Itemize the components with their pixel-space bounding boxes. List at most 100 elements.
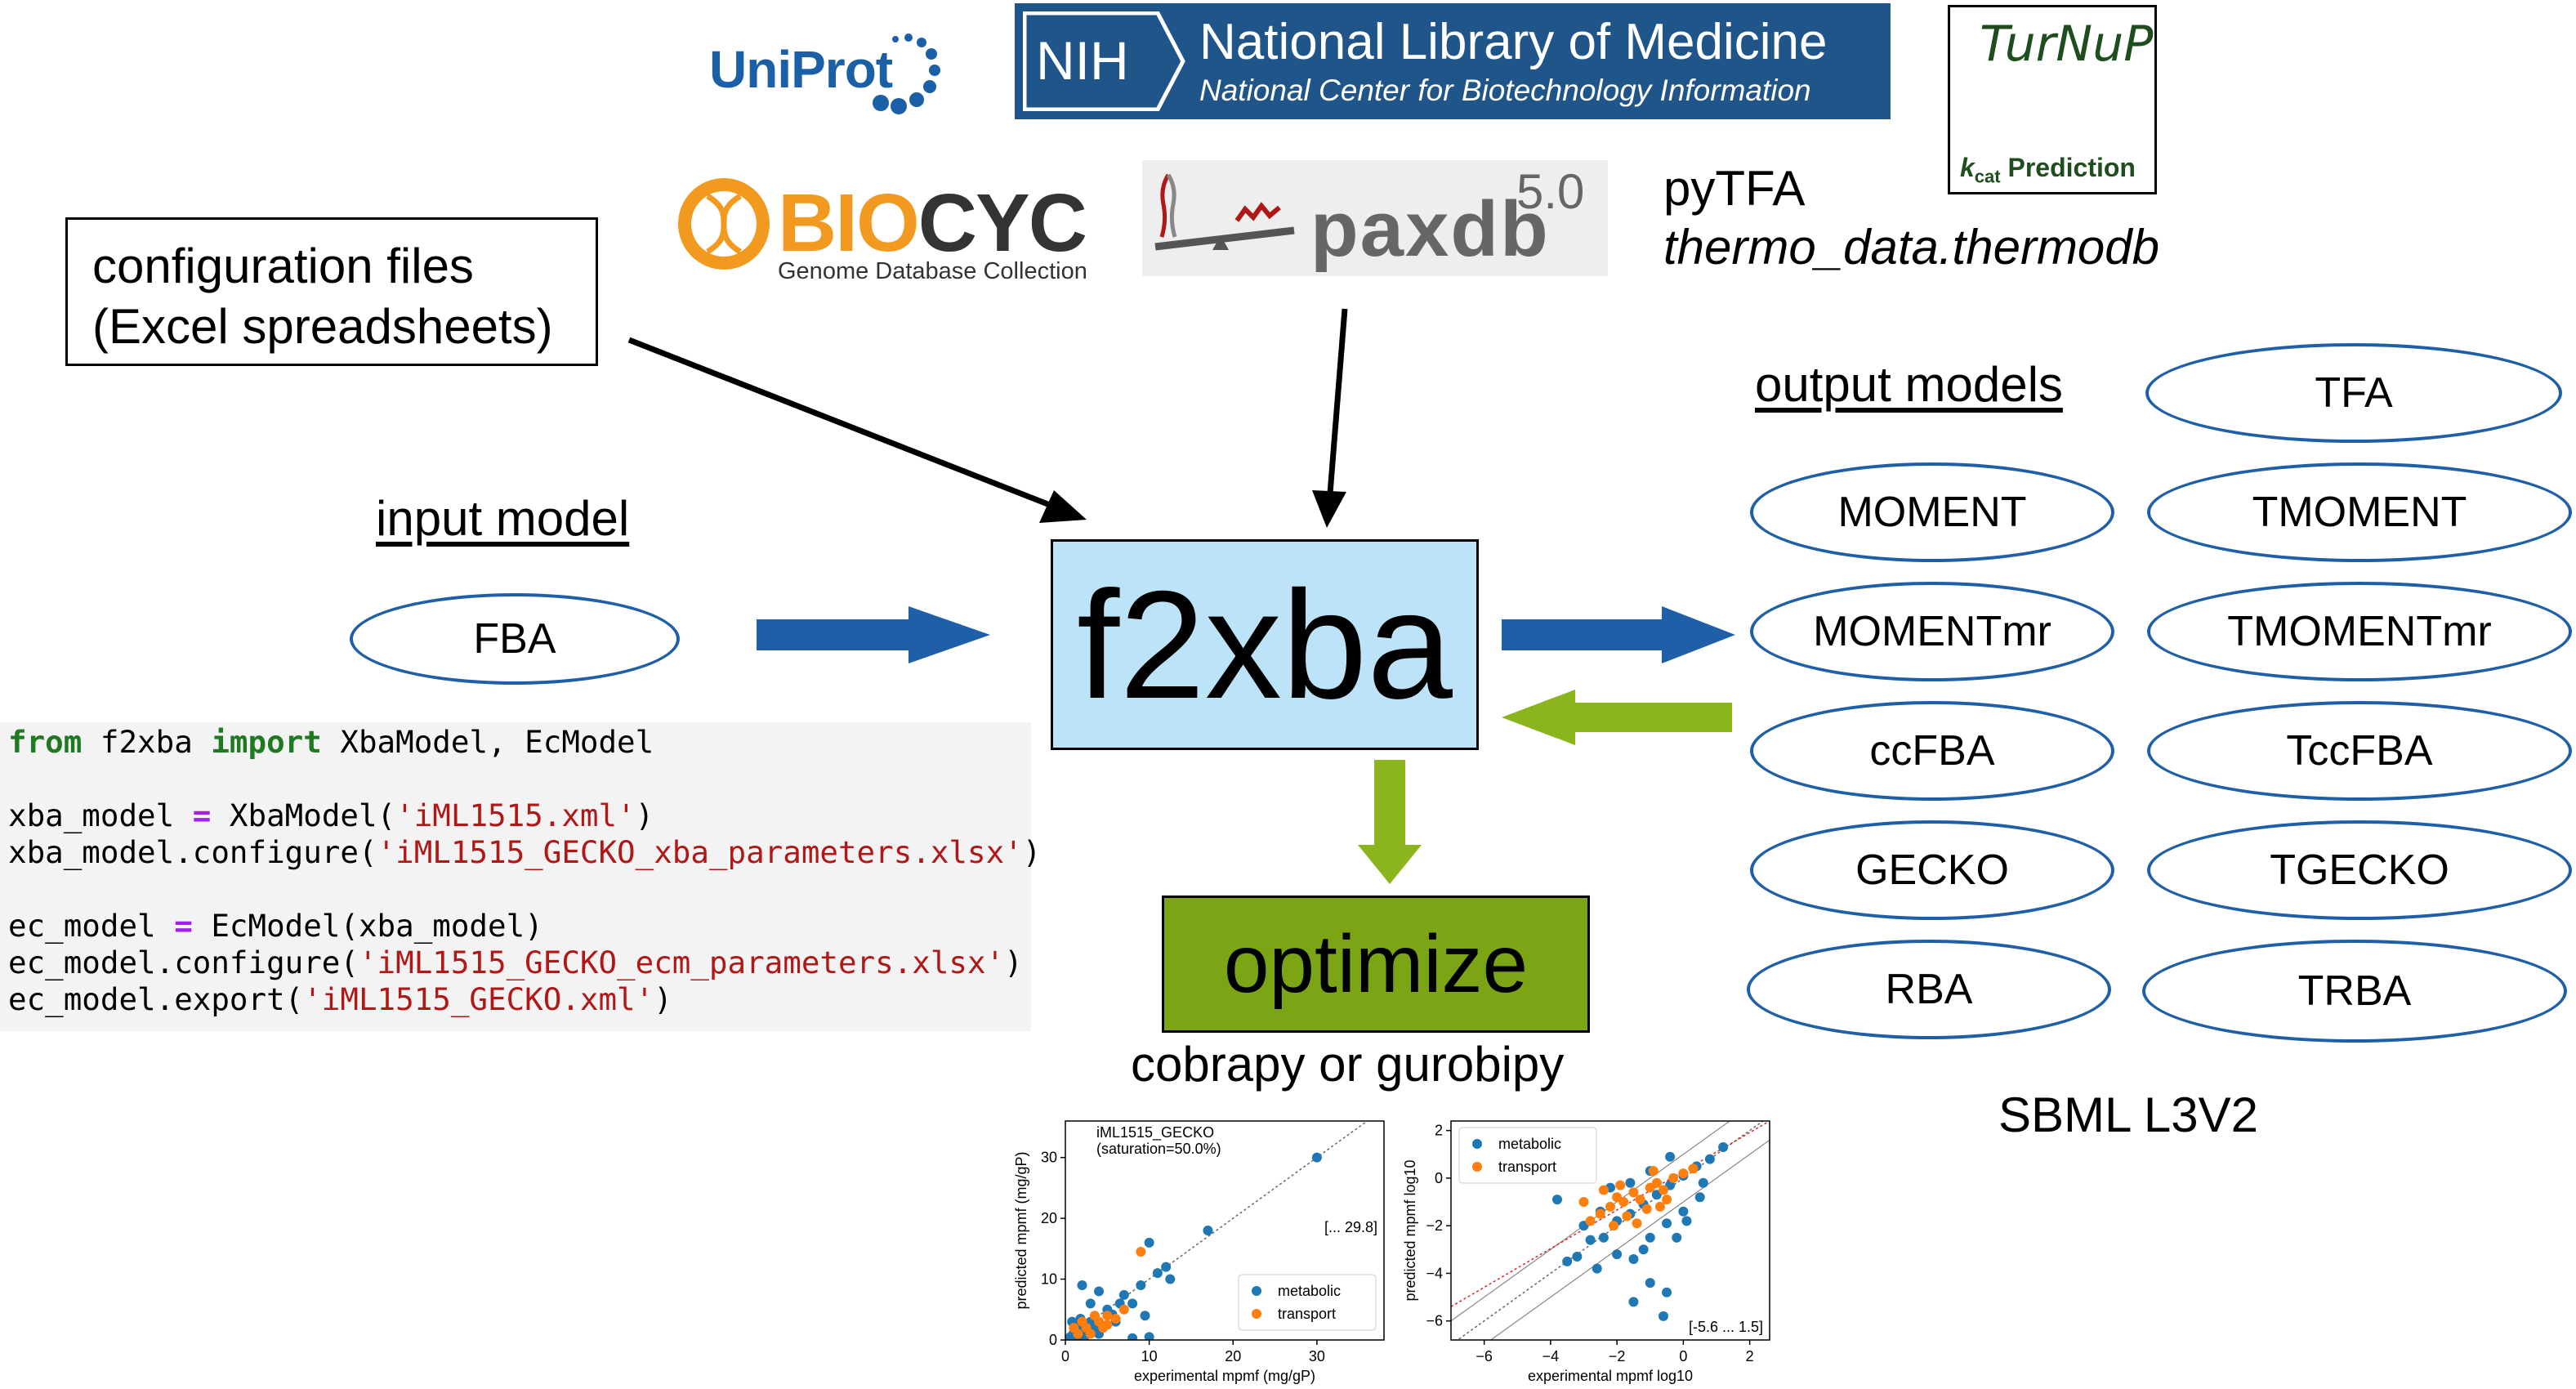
plot-frame — [1065, 1120, 1385, 1341]
output-model-gecko: GECKO — [1750, 820, 2114, 920]
outputs-to-f2xba-arrow-shaft — [1575, 703, 1732, 732]
data-point-metabolic-13 — [1628, 1253, 1639, 1264]
data-point-transport-16 — [1662, 1195, 1672, 1205]
x-tick-label-2: 2 — [1746, 1348, 1754, 1364]
data-point-metabolic-10 — [1704, 1154, 1715, 1164]
data-point-metabolic-20 — [1662, 1287, 1672, 1297]
data-point-metabolic-25 — [1311, 1152, 1322, 1163]
data-point-transport-10 — [1678, 1168, 1689, 1179]
y-tick-label--4: −4 — [1426, 1265, 1443, 1281]
y-tick-label-20: 20 — [1041, 1210, 1057, 1226]
f2xba-to-outputs-arrow-shaft — [1502, 619, 1662, 650]
data-point-metabolic-24 — [1552, 1195, 1562, 1205]
output-model-moment: MOMENT — [1750, 462, 2114, 562]
legend-marker-metabolic — [1252, 1286, 1261, 1296]
data-point-transport-11 — [1136, 1247, 1146, 1257]
data-point-metabolic-23 — [1165, 1274, 1176, 1284]
data-point-transport-13 — [1578, 1197, 1589, 1208]
turnup-logo: TurNuP kcat Prediction — [1948, 5, 2157, 194]
data-point-transport-6 — [1102, 1311, 1113, 1321]
outputs-to-f2xba-arrowhead — [1502, 690, 1575, 745]
output-model-tmomentmr: TMOMENTmr — [2147, 582, 2572, 681]
plot-area — [1065, 1121, 1368, 1340]
y-axis-label: predicted mpmf log10 — [1402, 1159, 1418, 1301]
data-point-metabolic-19 — [1140, 1311, 1150, 1321]
x-axis-label: experimental mpmf (mg/gP) — [1134, 1368, 1315, 1384]
solver-label: cobrapy or gurobipy — [1131, 1037, 1565, 1092]
data-point-transport-22 — [1654, 1201, 1665, 1212]
data-point-transport-9 — [1668, 1172, 1679, 1183]
output-model-tccfba: TccFBA — [2147, 701, 2572, 801]
data-point-transport-11 — [1688, 1163, 1699, 1174]
lower-fold-line — [1489, 1139, 1770, 1340]
data-point-transport-5 — [1635, 1195, 1645, 1205]
data-point-metabolic-21 — [1638, 1244, 1649, 1255]
data-point-metabolic-18 — [1136, 1280, 1146, 1290]
legend-marker-metabolic — [1472, 1139, 1482, 1149]
x-tick-label--4: −4 — [1542, 1348, 1560, 1364]
biocyc-subtitle: Genome Database Collection — [778, 258, 1087, 284]
legend-label-transport: transport — [1498, 1159, 1556, 1175]
data-point-metabolic-14 — [1645, 1232, 1655, 1243]
data-point-metabolic-20 — [1144, 1237, 1154, 1248]
y-tick-label-30: 30 — [1041, 1150, 1057, 1166]
data-point-metabolic-24 — [1203, 1226, 1213, 1235]
paxdb-logo: paxdb 5.0 — [1142, 160, 1608, 276]
output-model-ccfba: ccFBA — [1750, 701, 2114, 801]
x-tick-label--6: −6 — [1476, 1348, 1493, 1364]
data-point-transport-10 — [1085, 1329, 1096, 1339]
config-line-2: (Excel spreadsheets) — [92, 299, 553, 354]
input-model-heading: input model — [376, 491, 630, 546]
biocyc-bio: BIO — [778, 177, 920, 269]
data-point-transport-15 — [1641, 1204, 1652, 1214]
data-point-metabolic-32 — [1562, 1256, 1573, 1266]
y-tick-label-0: 0 — [1049, 1332, 1057, 1348]
range-label: [-5.6 ... 1.5] — [1689, 1319, 1763, 1335]
data-point-transport-8 — [1118, 1304, 1129, 1315]
pytfa-label: pyTFA — [1663, 161, 1806, 216]
legend-marker-transport — [1472, 1162, 1482, 1172]
data-point-metabolic-18 — [1628, 1297, 1639, 1307]
data-point-transport-12 — [1102, 1320, 1113, 1330]
paxdb-name: paxdb — [1310, 185, 1550, 273]
data-point-transport-21 — [1632, 1218, 1642, 1229]
output-model-tgecko: TGECKO — [2147, 820, 2572, 920]
y-tick-label--2: −2 — [1426, 1217, 1443, 1234]
output-models-heading: output models — [1755, 357, 2063, 412]
optimize-label: optimize — [1223, 918, 1529, 1010]
x-axis-label: experimental mpmf log10 — [1528, 1368, 1693, 1384]
nih-subtitle: National Center for Biotechnology Inform… — [1199, 74, 1811, 107]
data-point-metabolic-0 — [1572, 1252, 1583, 1262]
y-tick-label-10: 10 — [1041, 1271, 1057, 1288]
nih-title: National Library of Medicine — [1199, 14, 1828, 70]
legend-marker-transport — [1252, 1309, 1261, 1319]
data-point-transport-17 — [1598, 1185, 1609, 1195]
turnup-kcat: kcat Prediction — [1960, 153, 2136, 187]
data-point-metabolic-21 — [1152, 1268, 1163, 1279]
output-model-trba: TRBA — [2142, 940, 2567, 1043]
data-point-metabolic-17 — [1127, 1298, 1138, 1309]
plot-area — [1451, 1121, 1770, 1340]
biocyc-cyc: CYC — [917, 177, 1087, 269]
data-point-metabolic-16 — [1118, 1289, 1129, 1300]
data-point-transport-7 — [1651, 1177, 1662, 1188]
data-point-transport-3 — [1618, 1197, 1629, 1208]
legend-box — [1458, 1127, 1597, 1184]
data-point-metabolic-30 — [1127, 1333, 1138, 1340]
data-point-transport-8 — [1659, 1185, 1668, 1195]
data-point-metabolic-17 — [1694, 1192, 1705, 1203]
legend-box — [1238, 1274, 1377, 1331]
data-point-metabolic-28 — [1085, 1298, 1096, 1309]
legend-label-metabolic: metabolic — [1278, 1283, 1341, 1299]
chart-title: iML1515_GECKO — [1096, 1124, 1214, 1141]
fba-to-f2xba-arrowhead — [909, 606, 990, 663]
nih-nlm-logo: NIH National Library of Medicine Nationa… — [1015, 3, 1891, 119]
data-point-metabolic-16 — [1678, 1206, 1689, 1217]
data-point-metabolic-15 — [1662, 1218, 1672, 1229]
code-snippet: from f2xba import XbaModel, EcModel xba_… — [0, 722, 1041, 1031]
data-point-transport-14 — [1622, 1211, 1632, 1222]
code-text: from f2xba import XbaModel, EcModel xba_… — [8, 724, 1042, 1017]
biocyc-dna-icon — [678, 178, 770, 270]
sbml-format-label: SBML L3V2 — [1998, 1088, 2258, 1142]
